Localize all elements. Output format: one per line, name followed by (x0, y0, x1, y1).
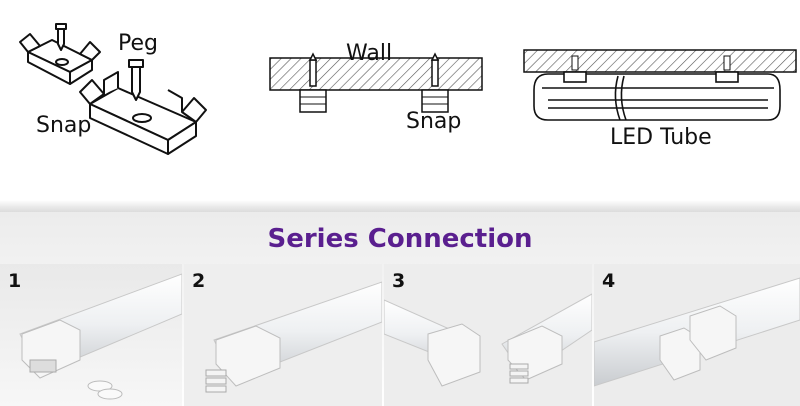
led-tube-shape (533, 71, 781, 121)
wall-mount-diagram: Wall Snap (269, 41, 483, 134)
wall-block (269, 57, 483, 91)
wall-label: Wall (346, 41, 392, 66)
series-connection-heading: Series Connection (267, 224, 533, 254)
step-number-1: 1 (8, 270, 22, 292)
step-panel-1: 1 (0, 264, 182, 406)
peg-label: Peg (118, 31, 158, 56)
step-panel-3: 3 (384, 264, 592, 406)
tube-mount-diagram: LED Tube (523, 49, 797, 150)
step-panel-2: 2 (184, 264, 382, 406)
wall-snap-label: Snap (406, 109, 461, 134)
section-divider (0, 200, 800, 212)
step-panel-4: 4 (594, 264, 800, 406)
led-tube-label: LED Tube (610, 125, 712, 150)
snap-label: Snap (36, 113, 91, 138)
step-number-4: 4 (602, 270, 616, 292)
step-number-2: 2 (192, 270, 206, 292)
mounting-diagrams: Peg Snap Wall Snap (0, 0, 800, 200)
snap-peg-diagram: Peg Snap (19, 23, 207, 155)
step-number-3: 3 (392, 270, 406, 292)
ceiling-block (523, 49, 797, 73)
